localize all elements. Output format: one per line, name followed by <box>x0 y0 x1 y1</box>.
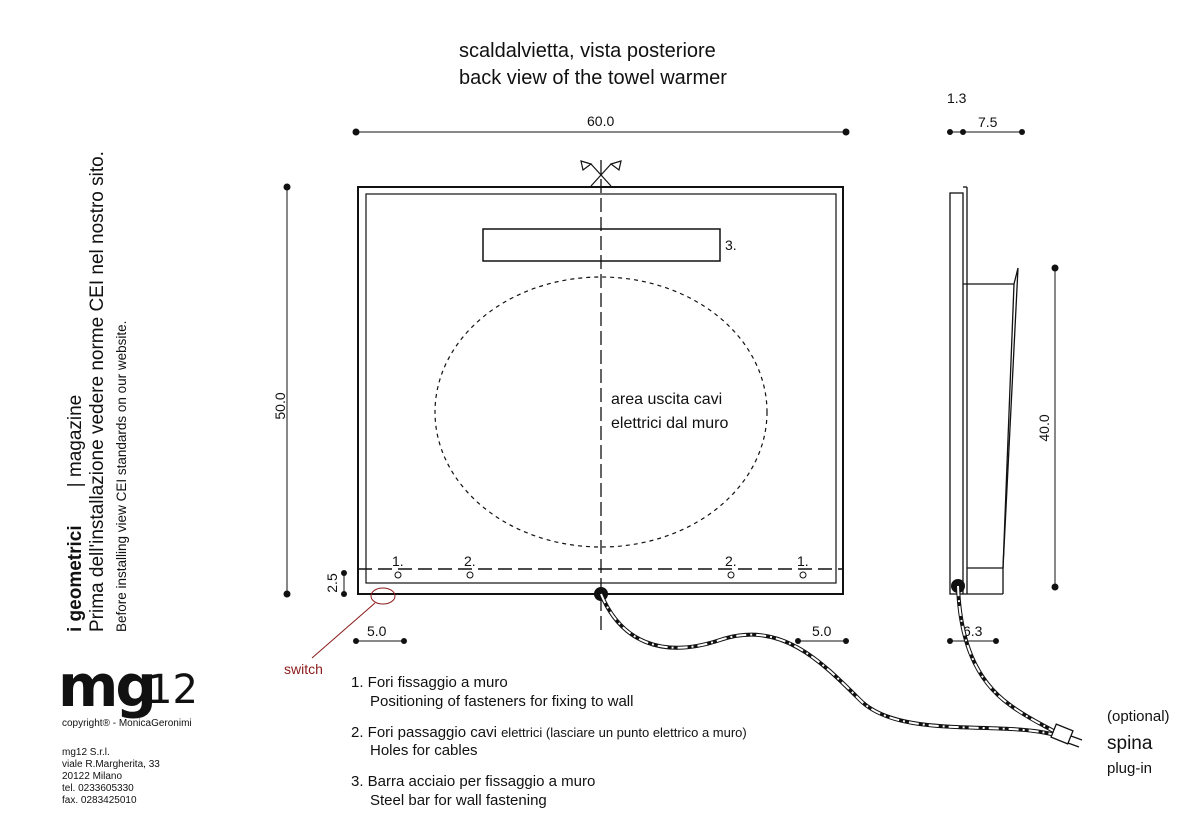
logo-12: 12 <box>147 667 198 713</box>
cable-hole-right: 2. <box>725 553 737 579</box>
company-city: 20122 Milano <box>62 771 122 782</box>
legend-item1-en: Positioning of fasteners for fixing to w… <box>370 693 633 710</box>
cable-area-line1: area uscita cavi <box>611 391 722 408</box>
company-address: mg12 S.r.l. viale R.Margherita, 33 20122… <box>62 747 160 806</box>
sidebar: i geometrici | magazine Prima dell'instal… <box>65 151 129 632</box>
bottom-gap-value: 2.5 <box>324 573 340 593</box>
legend-item2-en: Holes for cables <box>370 742 478 759</box>
brand-title: i geometrici | magazine <box>65 395 86 632</box>
company-name: mg12 S.r.l. <box>62 747 110 758</box>
copyright: copyright® - MonicaGeronimi <box>62 718 192 729</box>
left-offset-value: 5.0 <box>367 623 387 639</box>
plug-spina: spina <box>1107 733 1153 754</box>
legend-item2-rest: elettrici (lasciare un punto elettrico a… <box>501 725 747 740</box>
title-italian: scaldalvietta, vista posteriore <box>459 40 716 62</box>
right-offset-value: 5.0 <box>812 623 832 639</box>
hole-label-left-2: 2. <box>464 553 476 569</box>
side-height-value: 40.0 <box>1036 414 1052 441</box>
legend-item2-main: 2. Fori passaggio cavi <box>351 724 497 741</box>
side-height-dimension: 40.0 <box>1036 264 1059 591</box>
side-top-a-value: 1.3 <box>947 90 967 106</box>
cable-hole-left: 2. <box>464 553 476 579</box>
hole-label-right-1: 1. <box>797 553 809 569</box>
plug-icon <box>1050 723 1083 748</box>
towel-warmer-side-view <box>949 186 1019 595</box>
switch-indicator: switch <box>284 587 396 677</box>
note-english: Before installing view CEI standards on … <box>114 321 129 632</box>
right-offset-dimension: 5.0 <box>795 623 849 644</box>
plug-optional: (optional) <box>1107 708 1170 725</box>
hole-label-left-1: 1. <box>392 553 404 569</box>
plug-plugin: plug-in <box>1107 760 1152 777</box>
bottom-gap-dimension: 2.5 <box>324 570 347 597</box>
note-italian: Prima dell'installazione vedere norme CE… <box>87 151 108 632</box>
left-offset-dimension: 5.0 <box>353 623 407 644</box>
brand-rest: | magazine <box>65 395 86 488</box>
cable-exit-area <box>434 276 768 548</box>
legend-item3-en: Steel bar for wall fastening <box>370 792 547 809</box>
legend-item3-it: 3. Barra acciaio per fissaggio a muro <box>351 773 595 790</box>
company-street: viale R.Margherita, 33 <box>62 759 160 770</box>
legend-item1-it: 1. Fori fissaggio a muro <box>351 674 508 691</box>
legend-item2-it: 2. Fori passaggio cavi elettrici (lascia… <box>351 724 747 741</box>
company-tel: tel. 0233605330 <box>62 783 134 794</box>
switch-label: switch <box>284 661 323 677</box>
width-dimension: 60.0 <box>352 113 850 136</box>
center-mark-icon <box>580 160 622 187</box>
steel-bar: 3. <box>482 228 737 262</box>
legend: 1. Fori fissaggio a muro Positioning of … <box>351 674 747 809</box>
side-bottom-dimension: 6.3 <box>947 623 999 644</box>
side-view-top-dimension: 1.3 7.5 <box>947 90 1025 135</box>
logo-mg: mg <box>58 652 154 720</box>
fixing-hole-right: 1. <box>797 553 809 579</box>
company-logo: mg 12 <box>58 652 198 720</box>
hole-label-right-2: 2. <box>725 553 737 569</box>
company-fax: fax. 0283425010 <box>62 795 137 806</box>
width-value: 60.0 <box>587 113 614 129</box>
fixing-hole-left: 1. <box>392 553 404 579</box>
power-cable-side <box>956 585 1062 737</box>
brand-bold: i geometrici <box>65 525 86 632</box>
side-bottom-value: 6.3 <box>963 623 983 639</box>
height-value: 50.0 <box>272 392 288 419</box>
height-dimension: 50.0 <box>272 183 291 598</box>
steel-bar-label: 3. <box>725 237 737 253</box>
power-cable-back <box>599 593 1056 737</box>
title-english: back view of the towel warmer <box>459 67 727 89</box>
side-top-b-value: 7.5 <box>978 114 998 130</box>
cable-area-line2: elettrici dal muro <box>611 415 728 432</box>
